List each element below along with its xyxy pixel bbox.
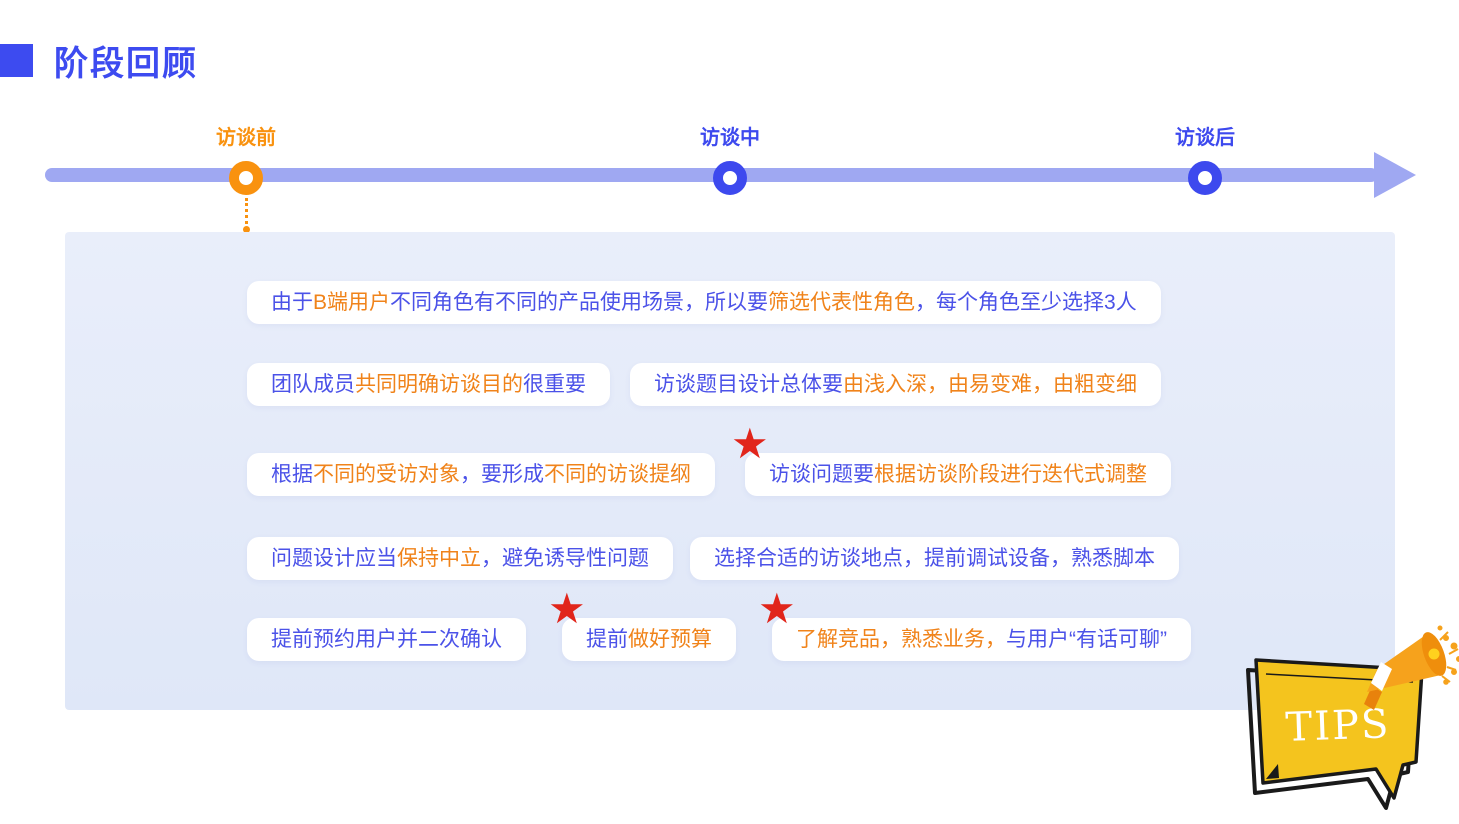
stage-node	[229, 161, 263, 195]
timeline-connector-dot	[243, 226, 250, 233]
timeline-stage-3: 访谈后	[1175, 121, 1235, 195]
text-segment: 由于	[271, 291, 313, 314]
text-segment: 筛选代表性角色	[768, 291, 916, 314]
text-segment: 了解竞品，熟悉业务，	[796, 628, 1006, 651]
header: 阶段回顾	[0, 36, 198, 85]
star-icon: ★	[731, 420, 769, 467]
title-marker	[0, 44, 33, 77]
text-segment: 很重要	[523, 373, 586, 396]
text-box: ★了解竞品，熟悉业务，与用户“有话可聊”	[758, 588, 1191, 661]
star-icon: ★	[548, 585, 586, 632]
timeline-stage-1: 访谈前	[216, 121, 276, 195]
text-box: 选择合适的访谈地点，提前调试设备，熟悉脚本	[690, 537, 1179, 580]
timeline-connector	[245, 198, 248, 224]
tips-badge: TIPS	[1246, 625, 1459, 810]
text-segment: 提前	[586, 628, 628, 651]
text-segment: 做好预算	[628, 628, 712, 651]
text-segment: 根据	[271, 463, 313, 486]
text-segment: ，避免诱导性问题	[481, 547, 649, 570]
panel-row-4: 问题设计应当保持中立，避免诱导性问题 选择合适的访谈地点，提前调试设备，熟悉脚本	[247, 537, 1179, 580]
text-box: ★访谈问题要根据访谈阶段进行迭代式调整	[731, 423, 1171, 496]
text-segment: 与用户“有话可聊”	[1006, 628, 1167, 651]
text-box: 提前预约用户并二次确认	[247, 618, 526, 661]
text-segment: 访谈题目设计总体要	[654, 373, 843, 396]
text-segment: 访谈问题要	[769, 463, 874, 486]
timeline-stage-2: 访谈中	[700, 121, 760, 195]
text-box: 问题设计应当保持中立，避免诱导性问题	[247, 537, 673, 580]
stage-label: 访谈前	[216, 127, 276, 149]
text-segment: 由浅入深，由易变难，由粗变细	[843, 373, 1137, 396]
star-icon: ★	[758, 585, 796, 632]
text-segment: ，要形成	[460, 463, 544, 486]
stage-node	[713, 161, 747, 195]
stage-label: 访谈后	[1175, 127, 1235, 149]
timeline: 访谈前 访谈中 访谈后	[0, 0, 1459, 240]
text-segment: 共同明确访谈目的	[355, 373, 523, 396]
text-segment: 根据访谈阶段进行迭代式调整	[874, 463, 1147, 486]
text-box: 访谈题目设计总体要由浅入深，由易变难，由粗变细	[630, 363, 1161, 406]
timeline-bar	[45, 168, 1378, 182]
text-segment: B端用户	[313, 291, 391, 314]
text-segment: ，每个角色至少选择3人	[915, 291, 1137, 314]
tips-fold-icon	[1266, 764, 1279, 779]
text-segment: 团队成员	[271, 373, 355, 396]
text-segment: 不同角色有不同的产品使用场景，所以要	[390, 291, 769, 314]
tips-label: TIPS	[1285, 701, 1391, 751]
text-segment: 不同的受访对象	[313, 463, 460, 486]
text-segment: 不同的访谈提纲	[544, 463, 691, 486]
stage-label: 访谈中	[700, 127, 760, 149]
panel-row-5: 提前预约用户并二次确认★提前做好预算★了解竞品，熟悉业务，与用户“有话可聊”	[247, 588, 1191, 661]
page-title: 阶段回顾	[54, 45, 198, 83]
panel-row-1: 由于B端用户不同角色有不同的产品使用场景，所以要筛选代表性角色，每个角色至少选择…	[247, 281, 1161, 324]
timeline-arrow-icon	[1374, 152, 1416, 198]
stage-node	[1188, 161, 1222, 195]
panel-row-2: 团队成员共同明确访谈目的很重要访谈题目设计总体要由浅入深，由易变难，由粗变细	[247, 363, 1161, 406]
panel-row-3: 根据不同的受访对象，要形成不同的访谈提纲 ★访谈问题要根据访谈阶段进行迭代式调整	[247, 423, 1171, 496]
text-segment: 保持中立	[397, 547, 481, 570]
megaphone-icon	[1364, 625, 1459, 710]
text-segment: 问题设计应当	[271, 547, 397, 570]
content-panel: 由于B端用户不同角色有不同的产品使用场景，所以要筛选代表性角色，每个角色至少选择…	[65, 232, 1395, 710]
text-segment: 提前预约用户并二次确认	[271, 628, 502, 651]
text-segment: 选择合适的访谈地点，提前调试设备，熟悉脚本	[714, 547, 1155, 570]
text-box: 由于B端用户不同角色有不同的产品使用场景，所以要筛选代表性角色，每个角色至少选择…	[247, 281, 1161, 324]
text-box: ★提前做好预算	[548, 588, 736, 661]
text-box: 团队成员共同明确访谈目的很重要	[247, 363, 610, 406]
text-box: 根据不同的受访对象，要形成不同的访谈提纲	[247, 453, 715, 496]
